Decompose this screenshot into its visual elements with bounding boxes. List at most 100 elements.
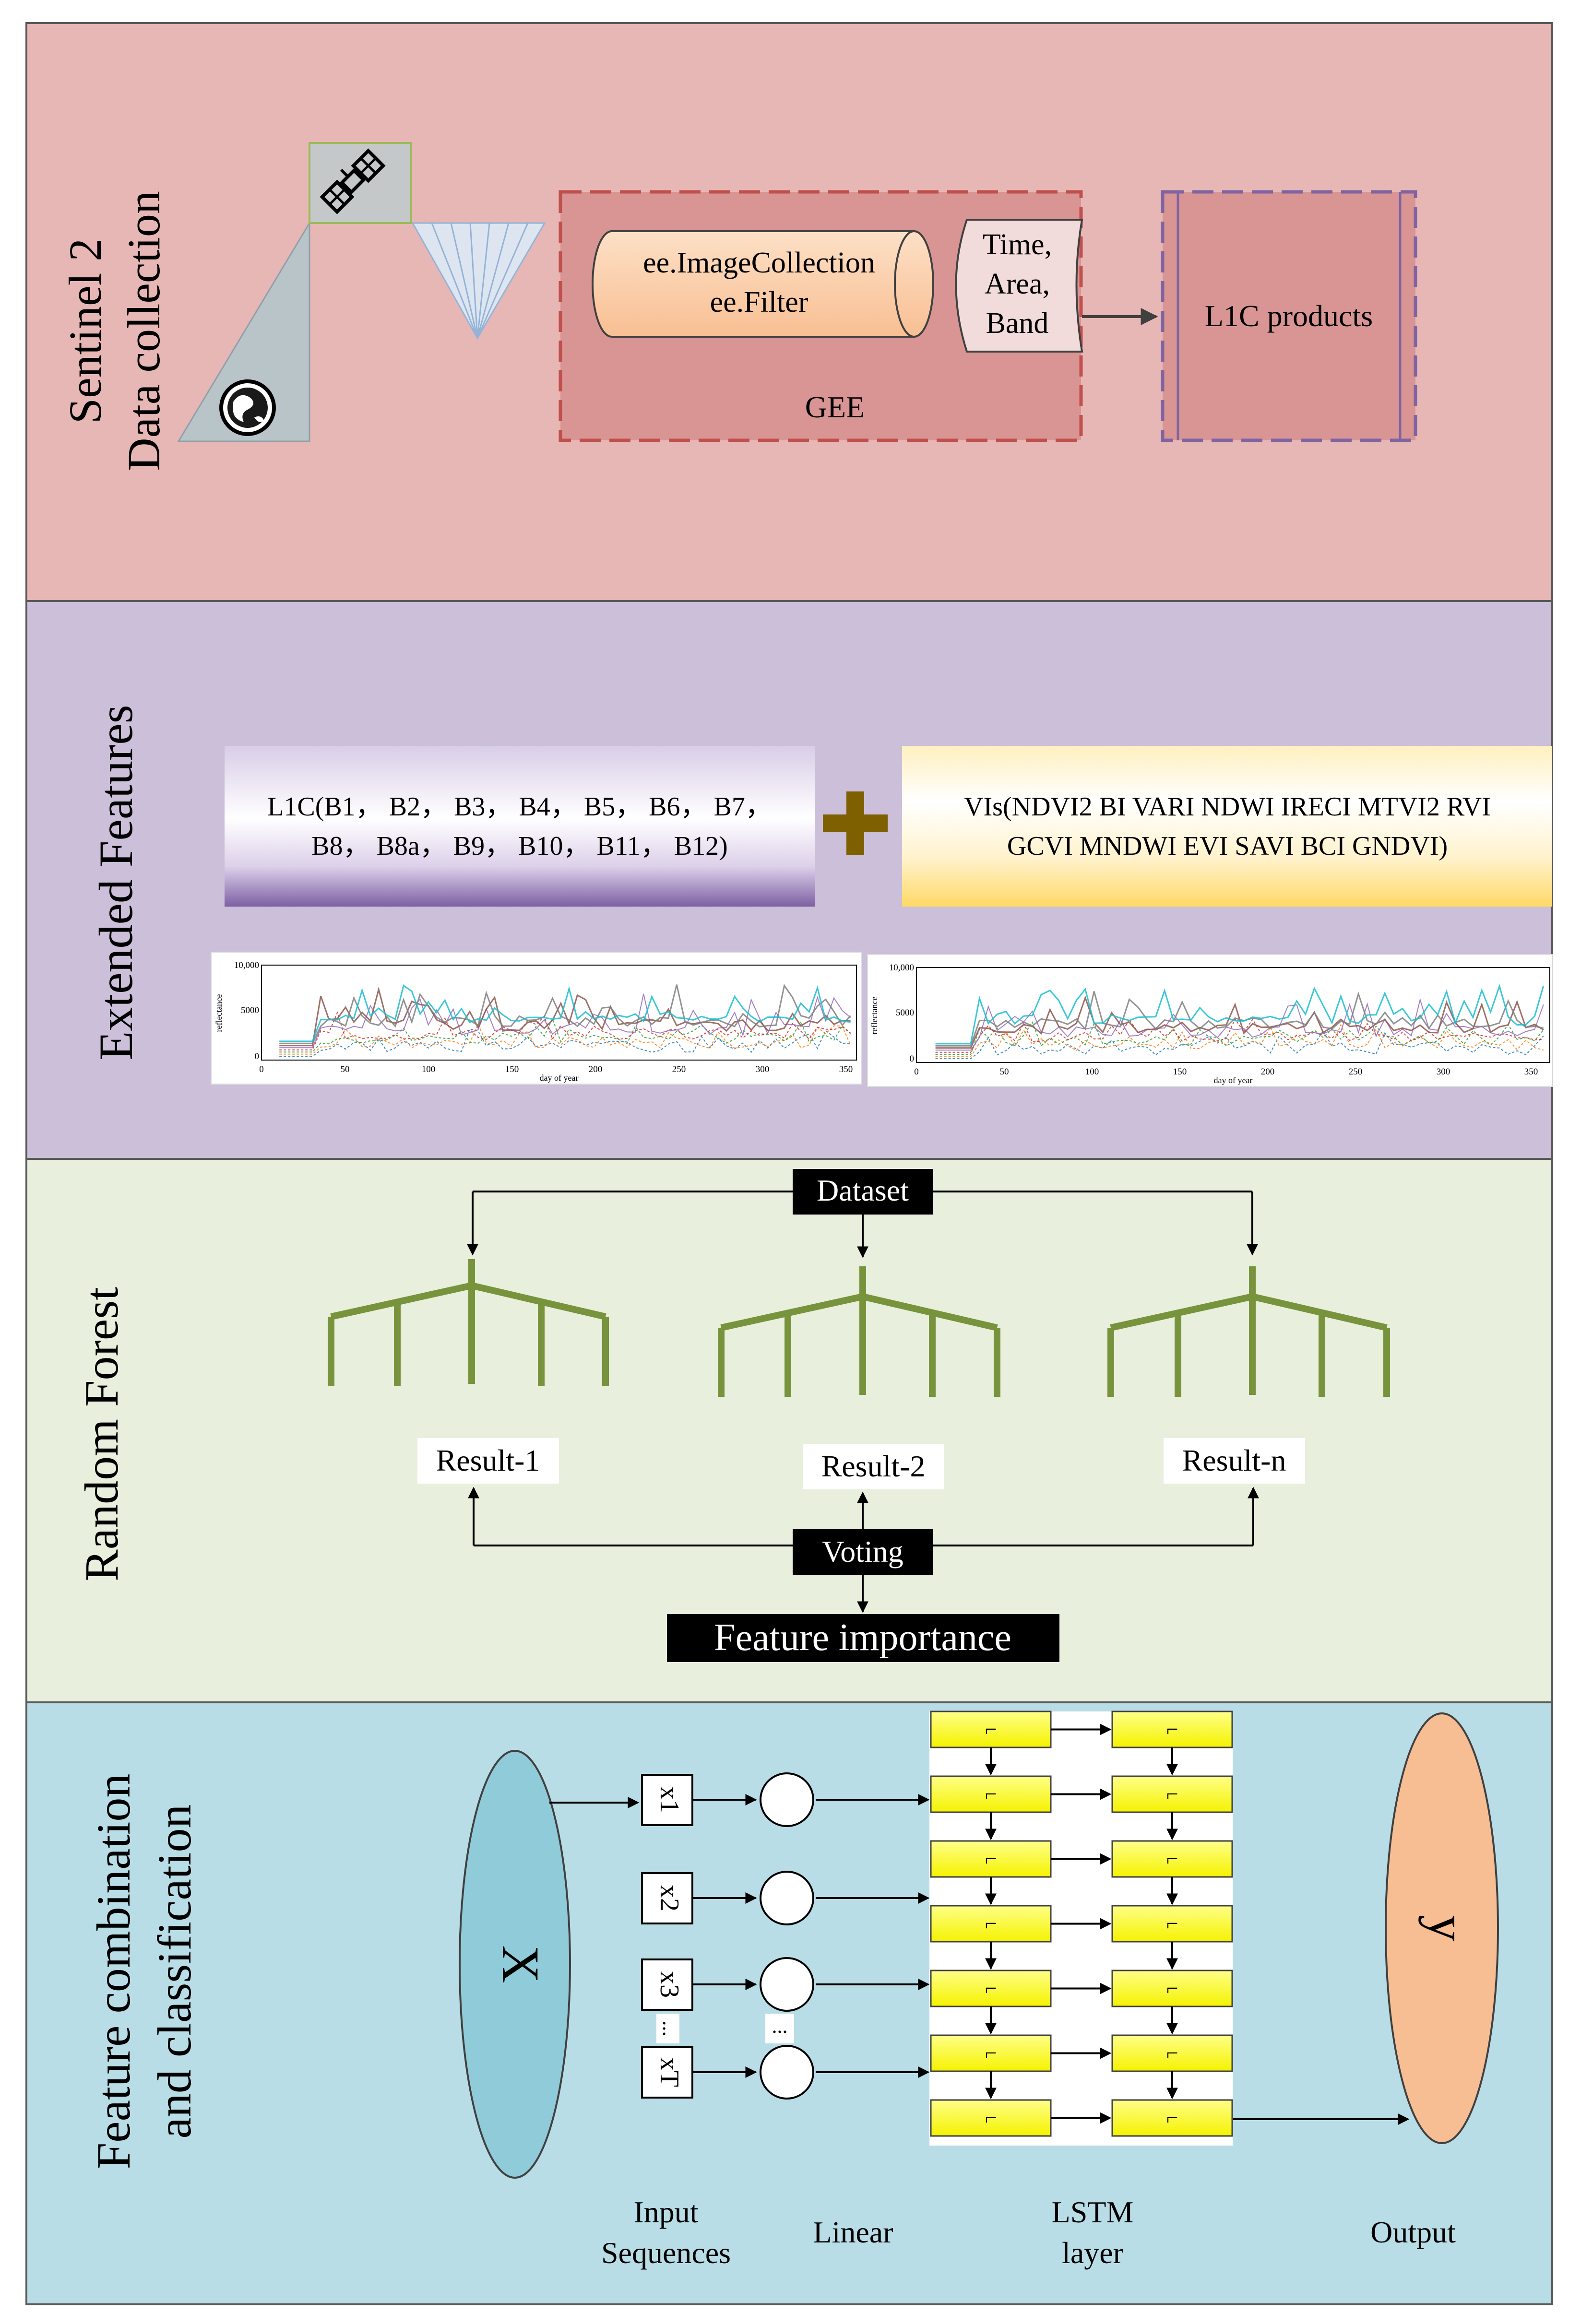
plot-2-axes xyxy=(916,967,1550,1063)
input-ellipsis-box xyxy=(656,2014,679,2043)
plot-trace xyxy=(935,1030,1544,1060)
lstm-cell-glyph: ⌐ xyxy=(1166,1782,1178,1806)
lstm-title-line2: and classification xyxy=(148,1805,201,2139)
plot-2-ytick-5000: 5000 xyxy=(896,1008,914,1018)
plot-1-xtick-200: 200 xyxy=(589,1064,603,1074)
gee-params-shape xyxy=(955,219,1083,353)
plot-2-xtick-250: 250 xyxy=(1349,1067,1363,1077)
lstm-cell-glyph: ⌐ xyxy=(985,2041,997,2065)
input-x2-label: x2 xyxy=(654,1885,684,1911)
extended-title: Extended Features xyxy=(89,705,143,1060)
l1c-bands-line2: B8， B8a， B9， B10， B11， B12) xyxy=(311,831,728,861)
plot-trace xyxy=(279,1011,851,1050)
reflectance-plot-2: 10,000 5000 0 reflectance 0 50 100 150 2… xyxy=(867,954,1553,1087)
panel-sentinel: Sentinel 2 Data collection xyxy=(25,22,1553,602)
plot-1-xtick-0: 0 xyxy=(259,1064,264,1074)
label-lstm-line1: LSTM xyxy=(1052,2195,1134,2229)
gee-filter-text: ee.Filter xyxy=(710,286,808,319)
satellite-beam xyxy=(177,220,310,442)
lstm-cell-r6-c2 xyxy=(1111,2034,1233,2072)
linear-node-T xyxy=(760,2045,814,2100)
gee-collection-cylinder xyxy=(592,230,934,338)
lstm-cell-r3-c1 xyxy=(930,1840,1052,1878)
input-xT-box xyxy=(641,2046,693,2099)
label-input-sequences-line1: Input xyxy=(633,2195,698,2229)
plot-1-ytick-5000: 5000 xyxy=(241,1005,259,1015)
lstm-cell-glyph: ⌐ xyxy=(1166,2106,1178,2130)
lstm-cell-glyph: ⌐ xyxy=(985,1782,997,1806)
plot-1-xtick-50: 50 xyxy=(341,1064,350,1074)
plot-trace xyxy=(935,1021,1544,1055)
gee-param-area: Area, xyxy=(985,268,1050,300)
plot-1-axes xyxy=(261,965,857,1061)
linear-node-1 xyxy=(760,1772,814,1827)
vis-line2: GCVI MNDWI EVI SAVI BCI GNDVI) xyxy=(1007,831,1448,861)
satellite-icon xyxy=(320,148,386,214)
plot-trace xyxy=(279,983,851,1044)
input-x1-label: x1 xyxy=(654,1786,684,1813)
lstm-cell-glyph: ⌐ xyxy=(1166,1847,1178,1871)
plot-trace xyxy=(279,986,851,1047)
label-lstm-line2: layer xyxy=(1062,2236,1123,2270)
lstm-cell-r2-c1 xyxy=(930,1775,1052,1813)
input-ellipsis: ... xyxy=(658,2021,682,2037)
result-n-label: Result-n xyxy=(1182,1443,1286,1477)
lstm-cell-glyph: ⌐ xyxy=(1166,1718,1178,1741)
vis-box xyxy=(902,746,1552,907)
l1c-products-label: L1C products xyxy=(1205,299,1373,333)
linear-ellipsis: ... xyxy=(772,2014,788,2038)
vis-line1: VIs(NDVI2 BI VARI NDWI IRECI MTVI2 RVI xyxy=(964,792,1491,822)
result-n-box xyxy=(1164,1438,1305,1484)
plot-2-ylabel: reflectance xyxy=(869,997,879,1035)
linear-node-3 xyxy=(760,1957,814,2012)
lstm-cell-r4-c1 xyxy=(930,1905,1052,1943)
lstm-cell-r6-c1 xyxy=(930,2034,1052,2072)
lstm-cell-glyph: ⌐ xyxy=(1166,1912,1178,1935)
reflectance-plot-1: 10,000 5000 0 reflectance 0 50 100 150 2… xyxy=(211,952,862,1085)
panel-extended: Extended Features L1C(B1， B2， B3， B4， B5… xyxy=(25,600,1553,1160)
plot-2-xtick-0: 0 xyxy=(914,1067,919,1077)
tree-1-icon xyxy=(328,1259,609,1386)
plot-1-xtick-300: 300 xyxy=(756,1064,770,1074)
plot-trace xyxy=(935,991,1544,1047)
plot-2-series xyxy=(935,983,1545,1060)
input-X-label: X xyxy=(491,1945,550,1983)
tree-2-icon xyxy=(718,1266,1000,1397)
lstm-cell-glyph: ⌐ xyxy=(985,1718,997,1741)
plot-trace xyxy=(935,1018,1544,1053)
lstm-cell-glyph: ⌐ xyxy=(985,1847,997,1871)
dataset-box xyxy=(793,1169,933,1215)
plot-2-xtick-150: 150 xyxy=(1173,1067,1187,1077)
panel-forest-bg xyxy=(25,1158,1553,1703)
label-linear: Linear xyxy=(813,2215,893,2249)
plot-trace xyxy=(279,1028,851,1057)
lstm-cell-glyph: ⌐ xyxy=(1166,1977,1178,2000)
plot-2-xtick-200: 200 xyxy=(1261,1067,1275,1077)
lstm-cell-glyph: ⌐ xyxy=(985,1912,997,1935)
plot-2-ytick-10000: 10,000 xyxy=(889,963,914,973)
lstm-cell-r4-c2 xyxy=(1111,1905,1233,1943)
lstm-cell-glyph: ⌐ xyxy=(985,2106,997,2130)
lstm-title-line1: Feature combination xyxy=(87,1774,140,2170)
output-y-ellipse xyxy=(1385,1712,1499,2144)
signal-waves-icon xyxy=(411,222,546,340)
plot-1-xtick-150: 150 xyxy=(505,1064,519,1074)
output-y-label: y xyxy=(1418,1915,1477,1942)
l1c-bands-box xyxy=(225,746,815,907)
plot-2-xlabel: day of year xyxy=(1214,1075,1253,1085)
result-1-label: Result-1 xyxy=(436,1443,540,1477)
plot-1-ytick-10000: 10,000 xyxy=(234,960,259,970)
result-2-label: Result-2 xyxy=(821,1449,926,1483)
plot-trace xyxy=(935,983,1545,1045)
result-1-box xyxy=(417,1438,559,1484)
plot-trace xyxy=(279,984,851,1042)
plot-1-ylabel: reflectance xyxy=(214,994,224,1032)
plot-2-xtick-50: 50 xyxy=(1000,1067,1009,1077)
plot-2-xtick-350: 350 xyxy=(1524,1067,1538,1077)
label-input-sequences-line2: Sequences xyxy=(601,2236,731,2270)
sentinel-title-line2: Data collection xyxy=(118,191,169,471)
voting-box xyxy=(793,1529,933,1575)
lstm-cell-r7-c1 xyxy=(930,2099,1052,2137)
plot-1-ytick-0: 0 xyxy=(255,1051,260,1062)
